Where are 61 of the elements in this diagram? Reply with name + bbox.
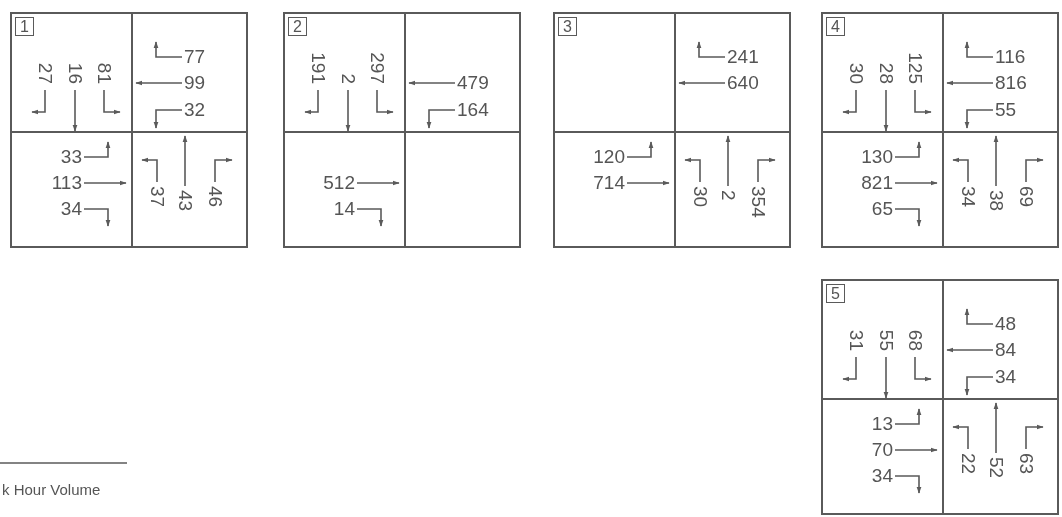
traffic-volume: 34 (995, 367, 1017, 387)
traffic-volume: 32 (184, 100, 206, 120)
traffic-volume: 48 (995, 314, 1017, 334)
traffic-volume: 68 (905, 329, 925, 351)
traffic-volume: 130 (861, 147, 893, 167)
traffic-volume: 116 (995, 47, 1026, 67)
traffic-volume: 34 (871, 466, 893, 486)
traffic-volume: 34 (958, 186, 978, 208)
traffic-volume: 714 (593, 173, 625, 193)
traffic-volume: 297 (367, 52, 387, 84)
traffic-volume: 164 (457, 100, 489, 120)
traffic-volume: 28 (876, 62, 896, 84)
traffic-volume: 38 (986, 190, 1006, 212)
traffic-volume: 46 (205, 186, 225, 208)
traffic-volume: 113 (51, 173, 82, 193)
intersection-panel (821, 279, 1059, 515)
intersection-panel (10, 12, 248, 248)
traffic-volume: 120 (593, 147, 625, 167)
traffic-volume: 354 (748, 186, 768, 218)
intersection-panel (283, 12, 521, 248)
traffic-volume: 191 (308, 52, 328, 84)
traffic-volume: 81 (94, 62, 114, 84)
traffic-volume: 33 (60, 147, 82, 167)
intersection-number: 2 (288, 17, 307, 36)
traffic-volume: 640 (727, 73, 759, 93)
traffic-volume: 241 (727, 47, 759, 67)
traffic-volume: 479 (457, 73, 489, 93)
traffic-volume: 63 (1016, 453, 1036, 475)
traffic-volume: 52 (986, 457, 1006, 479)
intersection-panel (821, 12, 1059, 248)
traffic-volume: 22 (958, 453, 978, 475)
traffic-volume: 30 (846, 62, 866, 84)
intersection-number: 1 (15, 17, 34, 36)
traffic-volume: 2 (338, 73, 358, 84)
traffic-volume: 31 (846, 329, 866, 351)
traffic-volume: 16 (65, 62, 85, 84)
traffic-volume: 14 (333, 199, 355, 219)
footnote-text: k Hour Volume (2, 481, 101, 498)
traffic-volume: 37 (147, 186, 167, 208)
traffic-volume: 70 (871, 440, 893, 460)
traffic-volume: 77 (184, 47, 206, 67)
traffic-volume: 30 (690, 186, 710, 208)
traffic-volume: 125 (905, 52, 925, 84)
traffic-volume: 13 (871, 414, 893, 434)
intersection-panel (553, 12, 791, 248)
traffic-volume: 65 (871, 199, 893, 219)
intersection-number: 5 (826, 284, 845, 303)
traffic-volume: 99 (184, 73, 206, 93)
traffic-volume: 821 (861, 173, 893, 193)
traffic-volume: 69 (1016, 186, 1036, 208)
traffic-volume: 55 (876, 329, 896, 351)
intersection-number: 3 (558, 17, 577, 36)
intersection-number: 4 (826, 17, 845, 36)
traffic-volume: 816 (995, 73, 1027, 93)
traffic-volume: 34 (60, 199, 82, 219)
traffic-volume: 55 (995, 100, 1017, 120)
traffic-volume: 43 (175, 190, 195, 212)
traffic-volume: 27 (35, 62, 55, 84)
traffic-volume: 84 (995, 340, 1017, 360)
traffic-volume: 2 (718, 190, 738, 201)
traffic-volume: 512 (323, 173, 355, 193)
